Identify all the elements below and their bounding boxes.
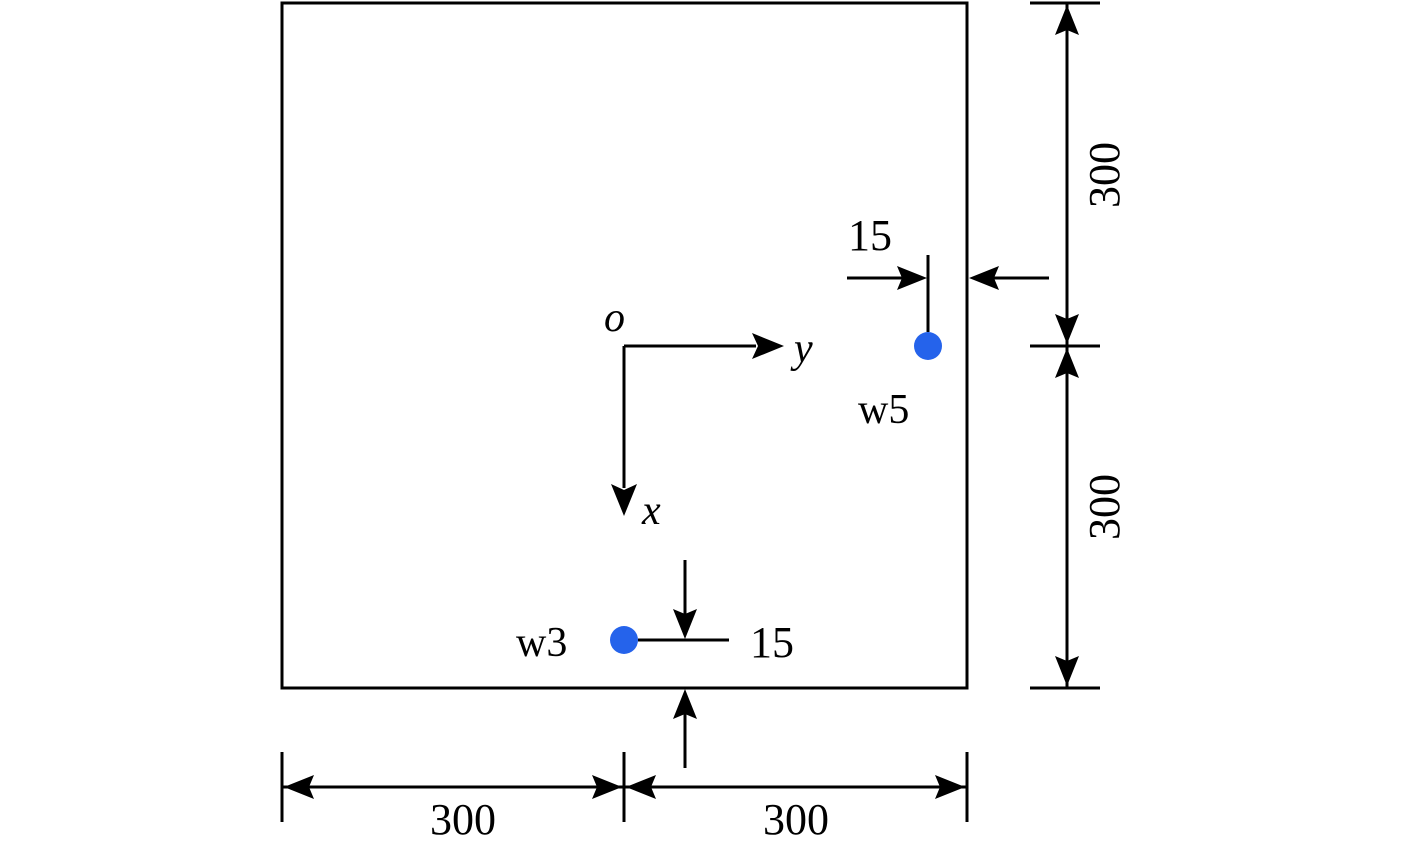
origin-label: o (604, 295, 625, 341)
bottom-right-dim-label: 300 (763, 795, 829, 844)
bottom-right-arrow-a (626, 775, 656, 799)
right-top-dim-label: 300 (1080, 142, 1129, 208)
w3-group: w3 15 (516, 560, 794, 768)
w3-label: w3 (516, 620, 567, 666)
w3-point (610, 626, 638, 654)
right-bottom-dim-label: 300 (1080, 474, 1129, 540)
w5-offset-arrowhead (897, 266, 927, 290)
bottom-left-dim-label: 300 (430, 795, 496, 844)
w3-offset-label: 15 (750, 618, 794, 667)
right-bottom-arrow-b (1055, 656, 1079, 686)
right-dimension: 300 300 (1030, 1, 1129, 690)
bottom-right-arrow-b (935, 775, 965, 799)
w5-label: w5 (858, 387, 909, 433)
bottom-left-arrow-a (284, 775, 314, 799)
w5-offset-label: 15 (848, 211, 892, 260)
right-top-arrow-a (1055, 5, 1079, 35)
w5-point (914, 332, 942, 360)
w3-offset-arrowhead (673, 609, 697, 639)
w5-group: w5 15 (847, 211, 1049, 433)
plate-outline (280, 1, 969, 690)
x-axis-arrowhead (611, 484, 637, 516)
w3-edge-arrowhead (673, 689, 697, 719)
w5-edge-arrowhead (969, 266, 999, 290)
right-bottom-arrow-a (1055, 348, 1079, 378)
x-axis-label: x (641, 488, 661, 534)
bottom-dimension: 300 300 (280, 752, 969, 844)
y-axis-label: y (790, 326, 813, 372)
axes: o y x (604, 295, 813, 534)
right-top-arrow-b (1055, 314, 1079, 344)
y-axis-arrowhead (752, 333, 784, 359)
bottom-left-arrow-b (592, 775, 622, 799)
